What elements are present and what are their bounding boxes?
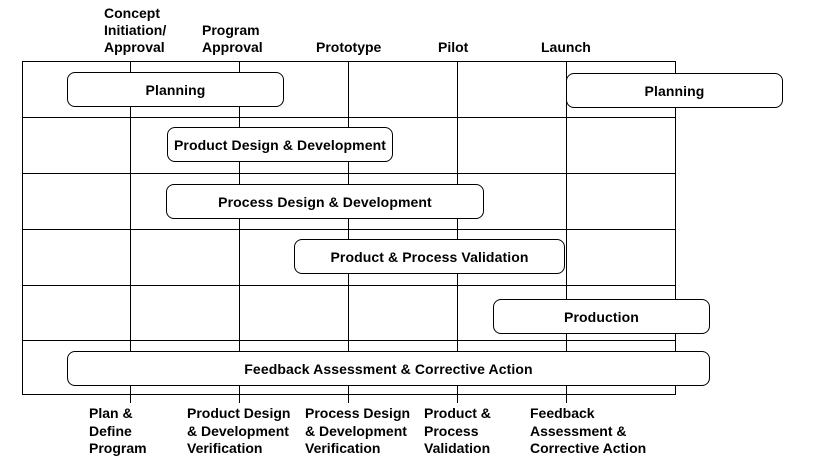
grid-line-horizontal <box>22 229 676 230</box>
activity-planning-end: Planning <box>566 73 783 108</box>
grid-line-vertical <box>457 61 458 403</box>
activity-process-design: Process Design & Development <box>166 184 484 219</box>
phase-feedback-corrective-action: Feedback Assessment & Corrective Action <box>530 405 647 456</box>
grid-line-horizontal <box>22 173 676 174</box>
phase-plan-define: Plan & Define Program <box>89 405 147 456</box>
grid-line-vertical <box>675 61 677 395</box>
activity-production: Production <box>493 299 710 334</box>
activity-feedback: Feedback Assessment & Corrective Action <box>67 351 710 386</box>
milestone-program-approval: Program Approval <box>202 22 263 55</box>
grid-line-vertical <box>22 61 24 395</box>
milestone-prototype: Prototype <box>316 39 382 55</box>
grid-line-horizontal <box>22 285 676 286</box>
activity-validation: Product & Process Validation <box>294 239 565 274</box>
grid-line-vertical <box>566 61 567 403</box>
activity-planning-start: Planning <box>67 72 284 107</box>
grid-line-vertical <box>348 61 349 403</box>
milestone-pilot: Pilot <box>438 39 469 55</box>
milestone-concept-approval: Concept Initiation/ Approval <box>104 5 167 55</box>
milestone-launch: Launch <box>541 39 591 55</box>
grid-line-horizontal <box>22 61 676 63</box>
grid-line-horizontal <box>22 117 676 118</box>
activity-product-design: Product Design & Development <box>167 127 393 162</box>
phase-product-design-verification: Product Design & Development Verificatio… <box>187 405 291 456</box>
grid-line-vertical <box>130 61 131 403</box>
phase-process-design-verification: Process Design & Development Verificatio… <box>305 405 411 456</box>
grid-line-horizontal <box>22 394 676 396</box>
grid-line-horizontal <box>22 340 676 341</box>
grid-line-vertical <box>239 61 240 403</box>
phase-product-process-validation: Product & Process Validation <box>424 405 491 456</box>
